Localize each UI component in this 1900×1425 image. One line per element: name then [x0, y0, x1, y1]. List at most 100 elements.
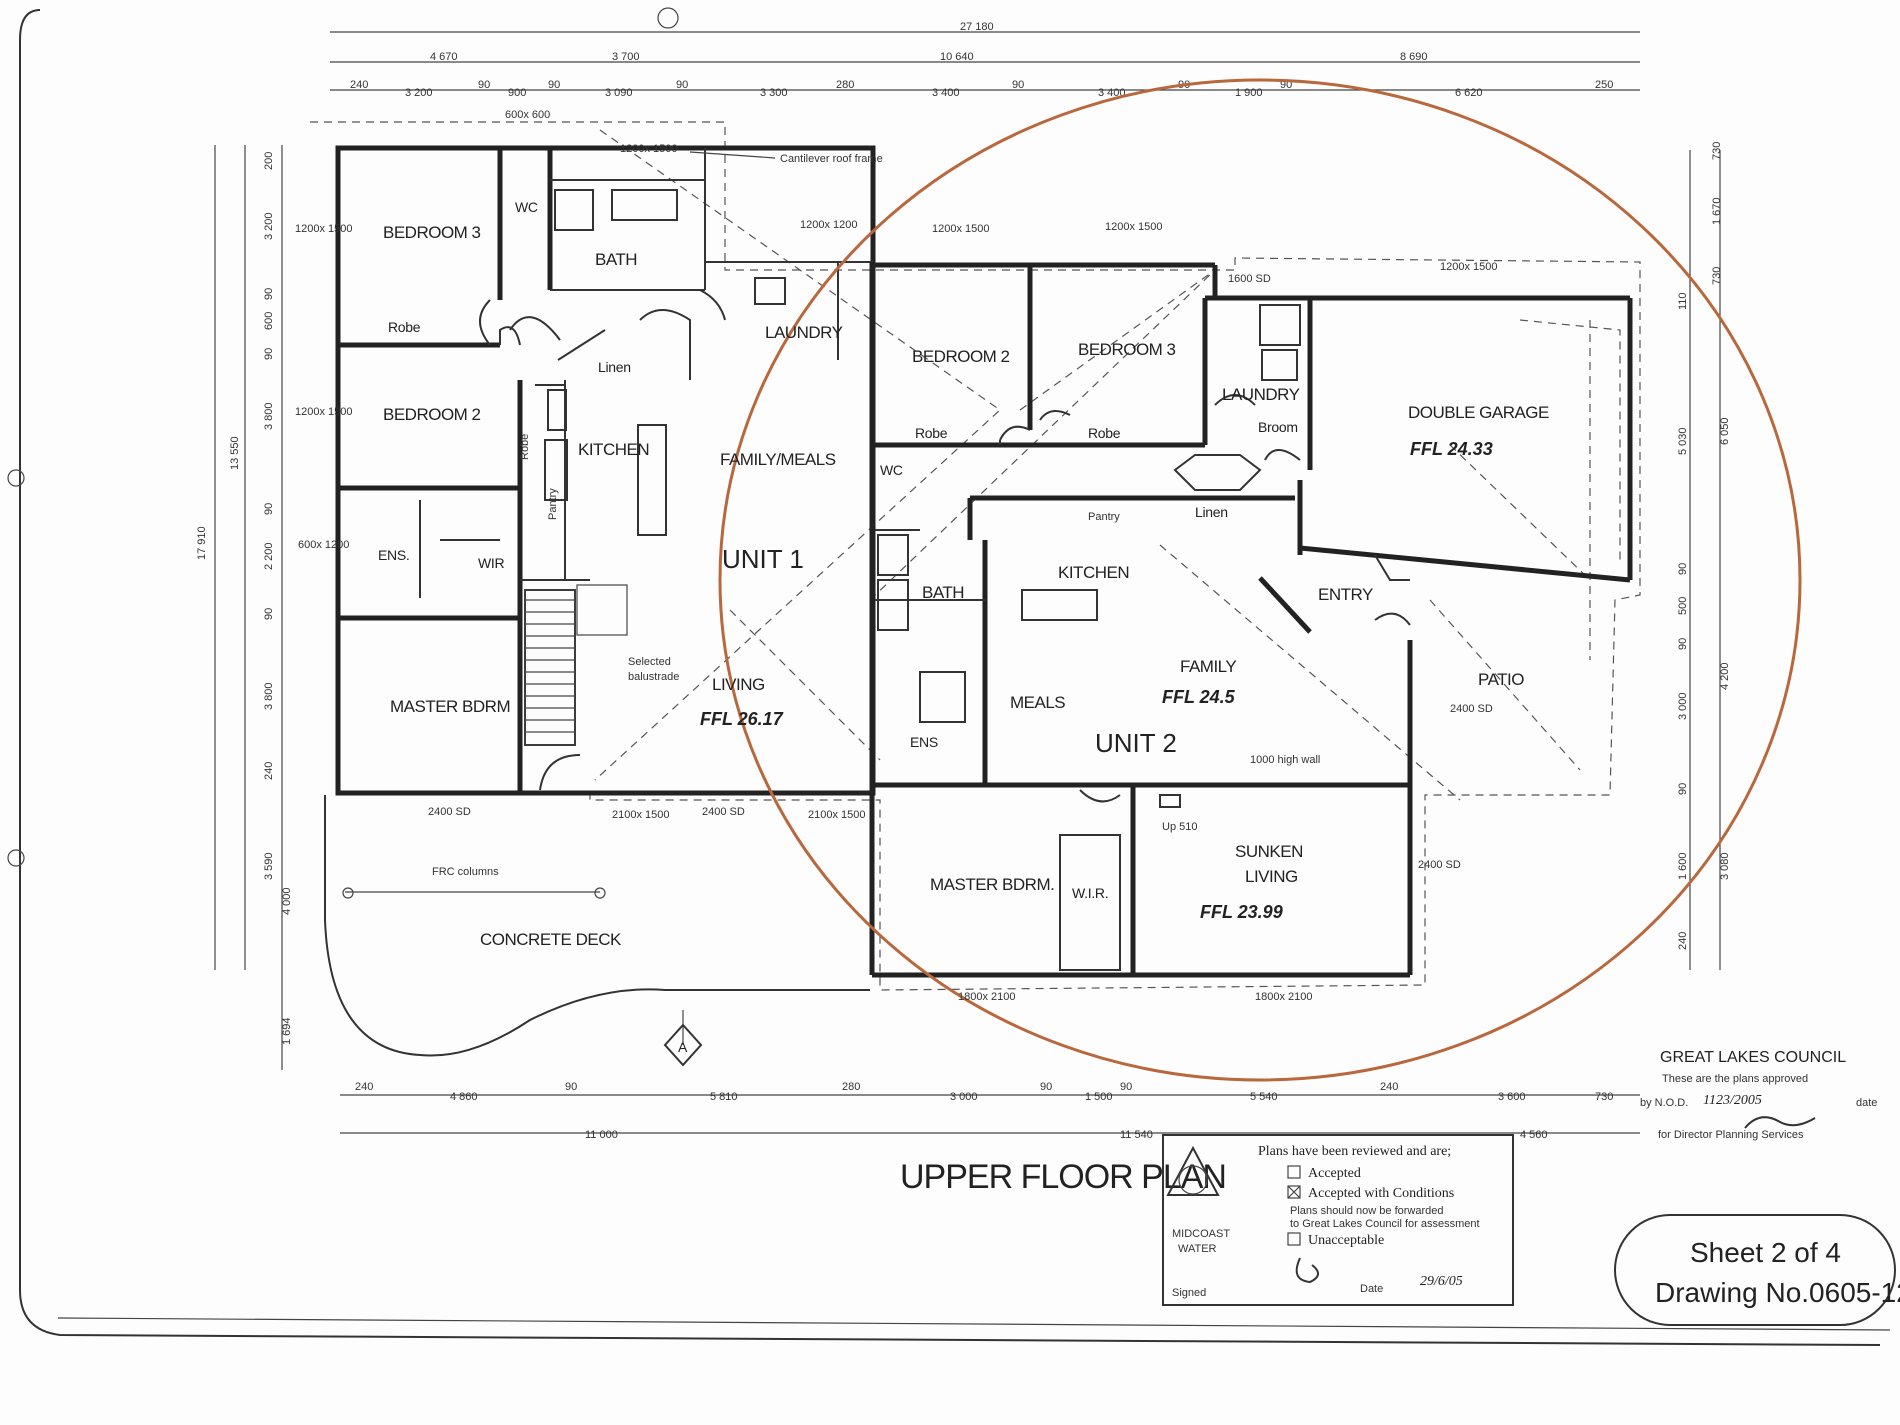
note-up-510: Up 510	[1162, 821, 1197, 833]
dim-left: 4 000	[281, 887, 293, 915]
room-u2-master: MASTER BDRM.	[930, 875, 1054, 894]
dim-top: 900	[508, 87, 526, 99]
window-label: 1200x 1500	[295, 223, 353, 235]
unit2-labels: BEDROOM 2 BEDROOM 3 LAUNDRY Broom DOUBLE…	[880, 340, 1550, 922]
midcoast-water-logo-icon	[1166, 1145, 1220, 1196]
note-frc-columns: FRC columns	[432, 866, 499, 878]
room-u2-bedroom-3: BEDROOM 3	[1078, 340, 1176, 359]
room-u2-kitchen: KITCHEN	[1058, 563, 1129, 582]
dim-top: 250	[1595, 79, 1613, 91]
room-u2-bedroom-2: BEDROOM 2	[912, 347, 1010, 366]
room-u2-ens: ENS	[910, 734, 938, 750]
room-pantry: Pantry	[547, 488, 559, 520]
dim-left: 200	[263, 152, 275, 170]
dim-bottom: 240	[355, 1081, 373, 1093]
room-ens: ENS.	[378, 547, 409, 563]
dim-right: 730	[1711, 142, 1723, 160]
dim-overall: 27 180	[960, 21, 994, 33]
dim-bottom: 90	[565, 1081, 577, 1093]
room-u2-sunken-2: LIVING	[1245, 867, 1298, 886]
room-u2-meals: MEALS	[1010, 693, 1065, 712]
dim-top: 4 670	[430, 51, 458, 63]
dim-top: 90	[676, 79, 688, 91]
council-approval: GREAT LAKES COUNCIL These are the plans …	[1640, 1049, 1877, 1141]
window-label: 1800x 2100	[1255, 991, 1313, 1003]
dim-right: 240	[1677, 932, 1689, 950]
dim-right: 90	[1677, 638, 1689, 650]
window-label: 1600 SD	[1228, 273, 1271, 285]
council-line-3c: date	[1856, 1097, 1877, 1109]
dim-right: 3 000	[1677, 692, 1689, 720]
note-high-wall: 1000 high wall	[1250, 754, 1320, 766]
staircase	[524, 584, 628, 746]
dim-top: 3 090	[605, 87, 633, 99]
window-label: 600x 1200	[298, 539, 349, 551]
dim-left: 3 800	[263, 402, 275, 430]
sheet-border	[7, 7, 1891, 1346]
dim-top: 90	[478, 79, 490, 91]
dim-top: 90	[1012, 79, 1024, 91]
section-marker-label: A	[678, 1039, 688, 1055]
window-label: 600x 600	[505, 109, 550, 121]
room-living: LIVING	[712, 675, 765, 694]
checkmark-icon	[1287, 1185, 1301, 1199]
room-u2-laundry: LAUNDRY	[1222, 385, 1300, 404]
dim-top: 3 700	[612, 51, 640, 63]
room-wc: WC	[515, 199, 538, 215]
unit-2-label: UNIT 2	[1095, 728, 1177, 758]
dim-top: 10 640	[940, 51, 974, 63]
stamp-logo-2: WATER	[1178, 1243, 1217, 1255]
dim-left: 90	[263, 288, 275, 300]
drawing-title: UPPER FLOOR PLAN	[900, 1158, 1226, 1196]
dim-top: 3 300	[760, 87, 788, 99]
note-balustrade-1: Selected	[628, 656, 671, 668]
stamp-signed: Signed	[1172, 1287, 1206, 1299]
stamp-checkbox-accepted	[1287, 1165, 1301, 1179]
room-concrete-deck: CONCRETE DECK	[480, 930, 622, 949]
room-robe: Robe	[388, 319, 421, 335]
dim-left: 600	[263, 312, 275, 330]
room-bedroom-2: BEDROOM 2	[383, 405, 481, 424]
dim-bottom: 730	[1595, 1091, 1613, 1103]
dim-left: 90	[263, 348, 275, 360]
drawing-number: Drawing No.0605-12	[1655, 1277, 1900, 1308]
council-line-2: These are the plans approved	[1662, 1073, 1808, 1085]
dim-left: 2 200	[263, 542, 275, 570]
room-u2-patio: PATIO	[1478, 670, 1524, 689]
room-u2-garage: DOUBLE GARAGE	[1408, 403, 1549, 422]
roof-hip-lines	[594, 129, 1621, 801]
section-marker: A	[663, 1010, 703, 1067]
room-u2-wir: W.I.R.	[1072, 885, 1108, 901]
dim-right: 1 670	[1711, 197, 1723, 225]
room-u2-robe: Robe	[915, 425, 948, 441]
council-signature-icon	[1744, 1116, 1816, 1129]
stamp-option-conditions: Accepted with Conditions	[1308, 1186, 1454, 1201]
stamp-note-1: Plans should now be forwarded	[1290, 1205, 1443, 1217]
dim-left: 1 694	[281, 1017, 293, 1045]
dim-right: 3 080	[1719, 852, 1731, 880]
stamp-checkbox-unacceptable	[1287, 1232, 1301, 1246]
window-label: 2100x 1500	[612, 809, 670, 821]
stamp-date-label: Date	[1360, 1283, 1383, 1295]
dim-bottom: 5 810	[710, 1091, 738, 1103]
review-stamp: MIDCOAST WATER Plans have been reviewed …	[1162, 1134, 1514, 1306]
room-family-meals: FAMILY/MEALS	[720, 450, 836, 469]
dim-top: 240	[350, 79, 368, 91]
room-master-bdrm: MASTER BDRM	[390, 697, 510, 716]
room-kitchen: KITCHEN	[578, 440, 649, 459]
window-callouts: 1200x 1500 600x 600 1200x 1500 1200x 150…	[295, 109, 1498, 1003]
room-laundry: LAUNDRY	[765, 323, 843, 342]
window-label: 1200x 1500	[932, 223, 990, 235]
dim-top: 8 690	[1400, 51, 1428, 63]
window-label: 2400 SD	[702, 806, 745, 818]
dim-bottom: 4 560	[1520, 1129, 1548, 1141]
room-bath: BATH	[595, 250, 637, 269]
dim-bottom: 90	[1040, 1081, 1052, 1093]
dim-left: 3 590	[263, 852, 275, 880]
stamp-option-accepted: Accepted	[1308, 1166, 1361, 1181]
dim-right: 500	[1677, 597, 1689, 615]
dim-bottom: 1 500	[1085, 1091, 1113, 1103]
room-u2-pantry: Pantry	[1088, 511, 1120, 523]
unit1-labels: BEDROOM 3 BEDROOM 2 MASTER BDRM WC BATH …	[378, 151, 883, 949]
